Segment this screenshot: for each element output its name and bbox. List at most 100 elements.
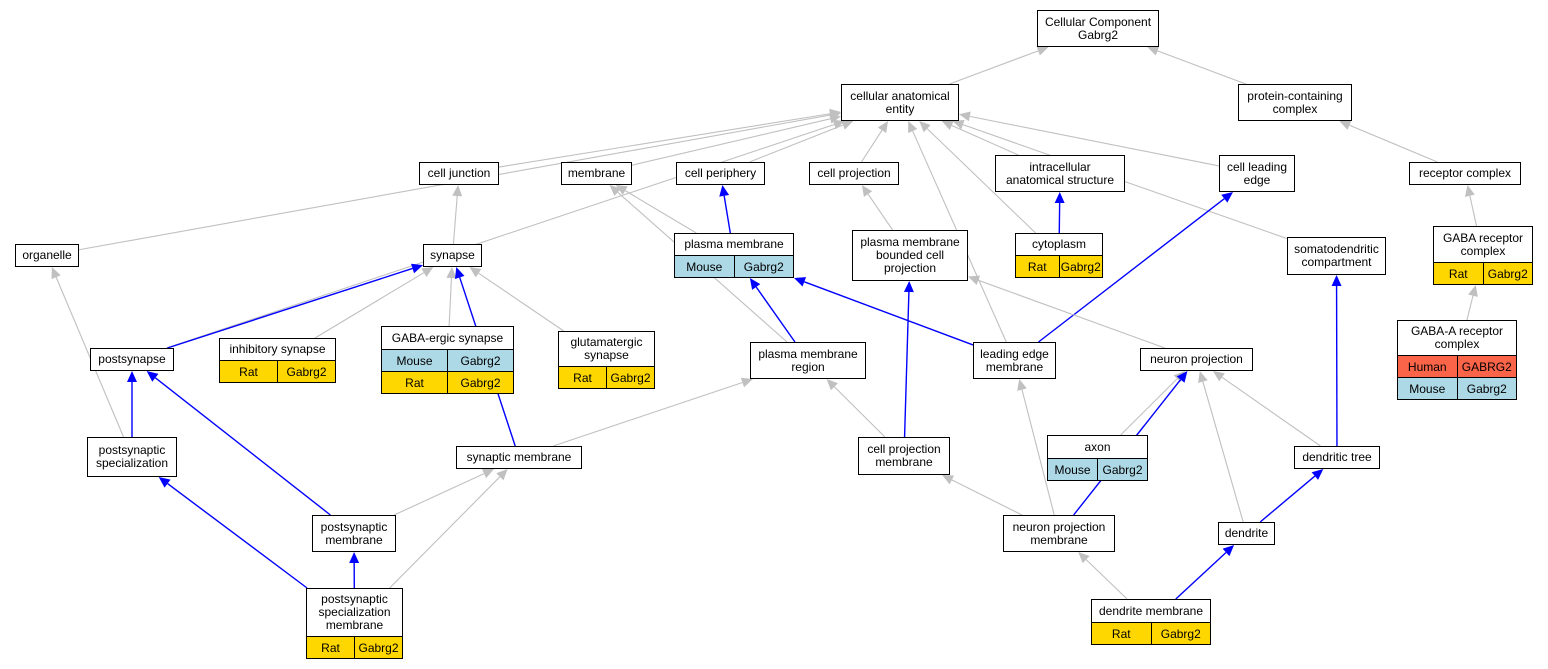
arrowhead: [1339, 120, 1352, 130]
arrowhead: [1017, 379, 1027, 391]
arrowhead: [942, 475, 955, 485]
node-neuron-projection: neuron projection: [1140, 348, 1253, 371]
node-label: Cellular Component Gabrg2: [1044, 14, 1152, 42]
arrowhead: [1054, 192, 1065, 204]
arrowhead: [877, 121, 889, 133]
arrowhead: [127, 371, 137, 382]
edge-plasma-membrane-to-membrane: [624, 190, 697, 234]
species-cell: Rat: [220, 361, 277, 382]
edge-cell-leading-edge-to-cellular-anatomical-entity: [969, 115, 1220, 167]
arrowhead: [941, 120, 954, 131]
arrowhead: [841, 120, 854, 130]
edge-dendrite-membrane-to-neuron-projection-membrane: [1085, 559, 1128, 600]
edge-cytoplasm-to-cellular-anatomical-entity: [926, 128, 1037, 234]
arrowhead: [1176, 371, 1188, 383]
arrowhead: [1078, 552, 1090, 564]
edge-cell-projection-membrane-to-plasma-membrane-region: [834, 386, 886, 438]
node-label: somatodendritic compartment: [1294, 242, 1379, 269]
arrowhead: [829, 110, 841, 120]
node-membrane: membrane: [561, 162, 632, 185]
edge-axon-to-neuron-projection: [1120, 378, 1178, 436]
node-label: leading edge membrane: [980, 346, 1049, 374]
arrowhead: [959, 111, 971, 122]
gene-cell: Gabrg2: [1150, 623, 1210, 644]
node-label: postsynaptic specialization: [95, 443, 169, 470]
edge-leading-edge-membrane-to-cell-leading-edge: [1038, 198, 1225, 343]
edge-postsynapse-to-cellular-anatomical-entity: [166, 123, 835, 349]
gene-cell: Gabrg2: [733, 256, 793, 277]
node-label: cell projection membrane: [867, 442, 941, 469]
node-label: intracellular anatomical structure: [1005, 159, 1115, 187]
edge-plasma-membrane-region-to-plasma-membrane: [755, 286, 796, 343]
node-label: postsynapse: [98, 352, 166, 366]
edge-dendrite-to-neuron-projection: [1202, 381, 1244, 523]
edge-synaptic-membrane-to-plasma-membrane-region: [553, 381, 743, 447]
arrowhead: [1198, 371, 1208, 383]
node-label: cellular anatomical entity: [850, 88, 950, 116]
edge-receptor-complex-to-protein-containing-complex: [1349, 124, 1438, 163]
node-label: dendrite membrane: [1098, 603, 1204, 618]
edge-gaba-receptor-complex-to-receptor-complex: [1469, 195, 1478, 227]
arrowhead: [826, 379, 838, 391]
node-cell-projection: cell projection: [809, 162, 899, 185]
gene-cell: Gabrg2: [354, 637, 402, 658]
edge-plasma-membrane-bounded-cell-projection-to-cell-projection: [867, 193, 894, 231]
node-label: cell leading edge: [1226, 159, 1288, 187]
edge-dendrite-to-dendritic-tree: [1259, 475, 1316, 523]
node-cell-leading-edge: cell leading edge: [1219, 155, 1295, 192]
arrowhead: [740, 377, 753, 388]
species-cell: Rat: [559, 367, 606, 388]
arrowhead: [410, 263, 423, 274]
gene-cell: Gabrg2: [277, 361, 335, 382]
edge-neuron-projection-membrane-to-leading-edge-membrane: [1021, 389, 1055, 516]
node-label: dendrite: [1224, 526, 1269, 540]
edge-cellular-anatomical-entity-to-cellular-component: [949, 50, 1039, 85]
arrowhead: [749, 278, 761, 290]
edge-protein-containing-complex-to-cellular-component: [1157, 50, 1246, 85]
node-receptor-complex: receptor complex: [1409, 162, 1521, 185]
arrowhead: [421, 267, 434, 277]
arrowhead: [903, 281, 914, 293]
node-postsynapse: postsynapse: [90, 348, 174, 371]
node-label: postsynaptic specialization membrane: [318, 592, 391, 632]
edge-postsynaptic-specialization-to-organelle: [55, 276, 125, 438]
arrowhead: [919, 121, 931, 133]
edge-cell-projection-to-cellular-anatomical-entity: [860, 129, 883, 163]
gene-cell: GABRG2: [1456, 356, 1516, 377]
edge-cell-junction-to-cellular-anatomical-entity: [498, 113, 831, 168]
species-cell: Mouse: [1048, 459, 1097, 480]
edge-postsynaptic-membrane-to-postsynapse: [154, 377, 331, 516]
edge-dendrite-membrane-to-dendrite: [1175, 551, 1227, 600]
node-label: postsynaptic membrane: [320, 519, 388, 547]
arrowhead: [1331, 275, 1342, 287]
node-somatodendritic-compartment: somatodendritic compartment: [1287, 237, 1386, 275]
species-cell: Rat: [1092, 623, 1151, 644]
arrowhead: [51, 267, 61, 280]
edge-cell-periphery-to-cellular-anatomical-entity: [749, 124, 844, 163]
edge-synapse-to-cell-junction: [452, 195, 458, 245]
node-label: glutamatergic synapse: [570, 335, 643, 362]
species-cell: Rat: [307, 637, 354, 658]
arrowhead: [1311, 469, 1324, 480]
gene-cell: Gabrg2: [1097, 459, 1147, 480]
node-postsynaptic-membrane: postsynaptic membrane: [312, 515, 396, 552]
node-synaptic-membrane: synaptic membrane: [456, 446, 582, 469]
node-label: cell periphery: [684, 166, 757, 180]
gene-cell: Gabrg2: [1456, 378, 1516, 399]
node-cell-periphery: cell periphery: [676, 162, 765, 185]
node-label: protein-containing complex: [1247, 88, 1343, 116]
edge-intracellular-anatomical-structure-to-cellular-anatomical-entity: [951, 124, 1019, 156]
node-label: membrane: [567, 166, 626, 180]
node-dendrite: dendrite: [1218, 522, 1275, 545]
